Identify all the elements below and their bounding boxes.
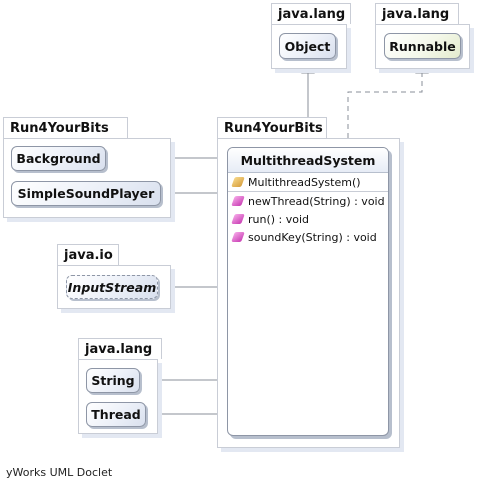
package-tab-java-lang: java.lang: [78, 338, 162, 359]
method-icon: [231, 196, 245, 206]
method-label: run() : void: [248, 212, 310, 226]
package-tab-run4yourbits-main: Run4YourBits: [217, 117, 327, 138]
constructor-icon: [231, 177, 245, 187]
package-tab-run4yourbits-left: Run4YourBits: [3, 117, 128, 138]
package-tab-java-io: java.io: [57, 244, 119, 265]
constructor-label: MultithreadSystem(): [248, 175, 361, 189]
package-tab-java-lang-object: java.lang: [271, 3, 351, 24]
class-name: MultithreadSystem: [228, 148, 388, 173]
method-newthread[interactable]: newThread(String) : void: [228, 192, 388, 210]
method-run[interactable]: run() : void: [228, 210, 388, 228]
realization-runnable-line: [347, 73, 423, 147]
method-label: soundKey(String) : void: [248, 230, 377, 244]
abstract-class-inputstream[interactable]: InputStream: [66, 275, 158, 299]
method-label: newThread(String) : void: [248, 194, 385, 208]
interface-runnable[interactable]: Runnable: [384, 33, 461, 59]
constructor[interactable]: MultithreadSystem(): [228, 173, 388, 191]
class-multithreadsystem[interactable]: MultithreadSystem MultithreadSystem() ne…: [227, 147, 389, 436]
class-simplesoundplayer[interactable]: SimpleSoundPlayer: [11, 181, 161, 206]
class-object[interactable]: Object: [279, 33, 336, 59]
footer-credit: yWorks UML Doclet: [6, 466, 113, 479]
package-tab-java-lang-runnable: java.lang: [375, 3, 459, 24]
class-thread[interactable]: Thread: [86, 402, 146, 427]
class-background[interactable]: Background: [11, 146, 106, 171]
method-soundkey[interactable]: soundKey(String) : void: [228, 228, 388, 246]
method-icon: [231, 232, 245, 242]
class-string[interactable]: String: [86, 368, 140, 393]
method-icon: [231, 214, 245, 224]
